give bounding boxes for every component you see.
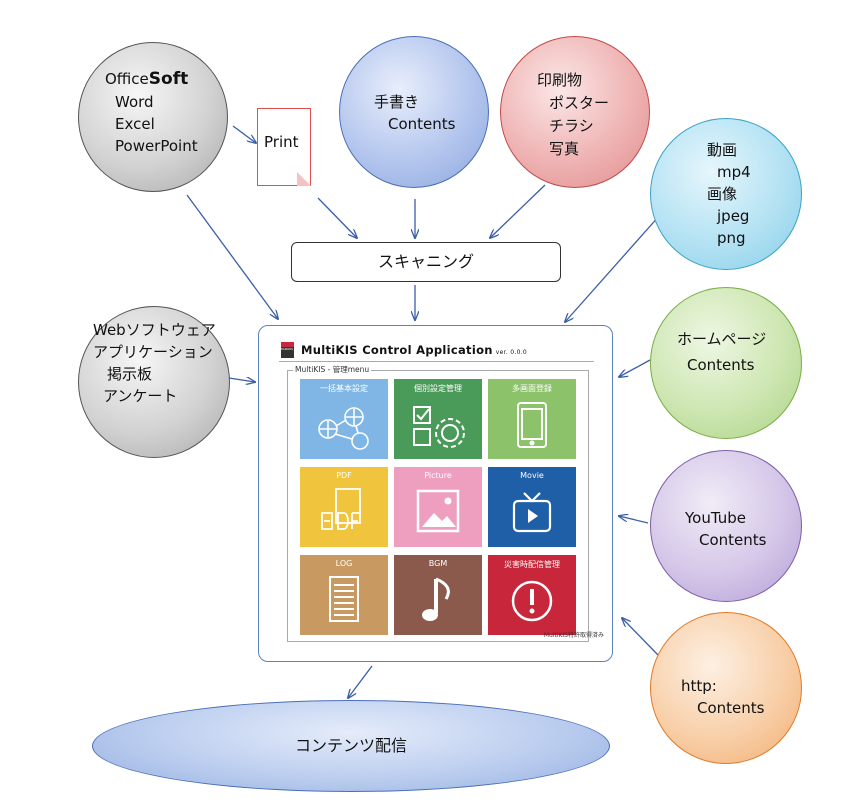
http-sub: Contents (697, 699, 765, 717)
tile-label: BGM (428, 559, 448, 568)
tile-label: Movie (520, 471, 544, 480)
app-footer: MultiKIS特許取得済み (543, 632, 604, 639)
media-circle: 動画 mp4 画像 jpeg png (650, 118, 802, 270)
tile-label: 一括基本設定 (320, 384, 368, 393)
picture-icon (416, 489, 460, 533)
tile-label: LOG (335, 559, 353, 568)
tile-disaster-broadcast[interactable]: 災害時配信管理 (488, 555, 576, 635)
arrow-app-to-distribution (348, 665, 373, 698)
handwriting-sub: Contents (388, 115, 456, 133)
tv-play-icon (512, 492, 552, 533)
printed-item-poster: ポスター (549, 94, 610, 112)
printed-matter-circle: 印刷物 ポスター チラシ 写真 (500, 36, 650, 188)
handwriting-circle: 手書き Contents (339, 36, 489, 188)
office-item-word: Word (115, 93, 154, 111)
arrow-web-to-app (228, 378, 255, 382)
tile-label: Picture (424, 471, 452, 480)
homepage-title: ホームページ (677, 330, 767, 348)
http-circle: http: Contents (650, 612, 802, 764)
web-line-2: アプリケーション (93, 343, 213, 361)
app-menu-label: MultiKIS - 管理menu (293, 364, 372, 375)
youtube-title: YouTube (685, 509, 746, 527)
media-image-format-png: png (717, 229, 746, 247)
multikis-logo: MultiKIS (281, 342, 294, 358)
arrow-office-to-app (186, 194, 278, 319)
media-video-format: mp4 (717, 163, 751, 181)
tile-bulk-settings[interactable]: 一括基本設定 (300, 379, 388, 459)
tile-pdf[interactable]: PDF (300, 467, 388, 547)
handwriting-title: 手書き (374, 93, 420, 111)
tile-bgm[interactable]: BGM (394, 555, 482, 635)
media-image-title: 画像 (707, 185, 738, 203)
checklist-gear-icon (413, 406, 465, 448)
document-icon (329, 576, 359, 622)
pdf-icon (321, 488, 361, 530)
tile-label: 災害時配信管理 (504, 560, 560, 569)
scanning-box: スキャニング (291, 242, 561, 282)
page-fold-icon (297, 172, 311, 186)
app-menu-panel: 一括基本設定 個別設定管理 多画面登録 (287, 370, 589, 642)
print-label: Print (264, 133, 299, 151)
arrow-print-to-scanning (317, 197, 357, 238)
http-title: http: (681, 677, 717, 695)
office-item-excel: Excel (115, 115, 155, 133)
web-line-1: Webソフトウェア (93, 321, 216, 339)
web-line-3: 掲示板 (107, 365, 153, 383)
arrow-http-to-app (622, 618, 659, 656)
title-divider (279, 361, 594, 362)
media-video-title: 動画 (707, 141, 738, 159)
arrow-printed-to-scanning (490, 184, 546, 238)
tile-label: PDF (336, 471, 352, 480)
printed-item-flyer: チラシ (549, 117, 594, 135)
web-software-circle: Webソフトウェア アプリケーション 掲示板 アンケート (78, 306, 230, 458)
tile-individual-settings[interactable]: 個別設定管理 (394, 379, 482, 459)
printed-item-photo: 写真 (549, 140, 580, 158)
youtube-circle: YouTube Contents (650, 450, 802, 602)
tablet-icon (517, 402, 547, 448)
content-distribution-ellipse: コンテンツ配信 (92, 700, 610, 792)
tile-picture[interactable]: Picture (394, 467, 482, 547)
tile-movie[interactable]: Movie (488, 467, 576, 547)
tile-label: 多画面登録 (512, 384, 552, 393)
printed-title: 印刷物 (537, 71, 583, 89)
arrow-office-to-print (232, 125, 256, 143)
office-soft-circle: OfficeSoft Word Excel PowerPoint (78, 42, 228, 192)
tile-log[interactable]: LOG (300, 555, 388, 635)
office-soft-title: OfficeSoft (105, 69, 189, 89)
tile-label: 個別設定管理 (414, 384, 462, 393)
print-document: Print (257, 108, 311, 186)
arrow-media-to-app (565, 214, 661, 322)
arrow-youtube-to-app (619, 516, 649, 524)
media-image-format-jpeg: jpeg (717, 207, 750, 225)
web-line-4: アンケート (103, 387, 178, 405)
youtube-sub: Contents (699, 531, 767, 549)
globe-network-icon (318, 407, 369, 450)
office-item-powerpoint: PowerPoint (115, 137, 198, 155)
tile-multi-screen[interactable]: 多画面登録 (488, 379, 576, 459)
music-note-icon (422, 577, 450, 621)
arrow-homepage-to-app (619, 359, 651, 377)
homepage-circle: ホームページ Contents (650, 287, 802, 439)
homepage-sub: Contents (687, 356, 755, 374)
exclamation-icon (511, 580, 553, 622)
